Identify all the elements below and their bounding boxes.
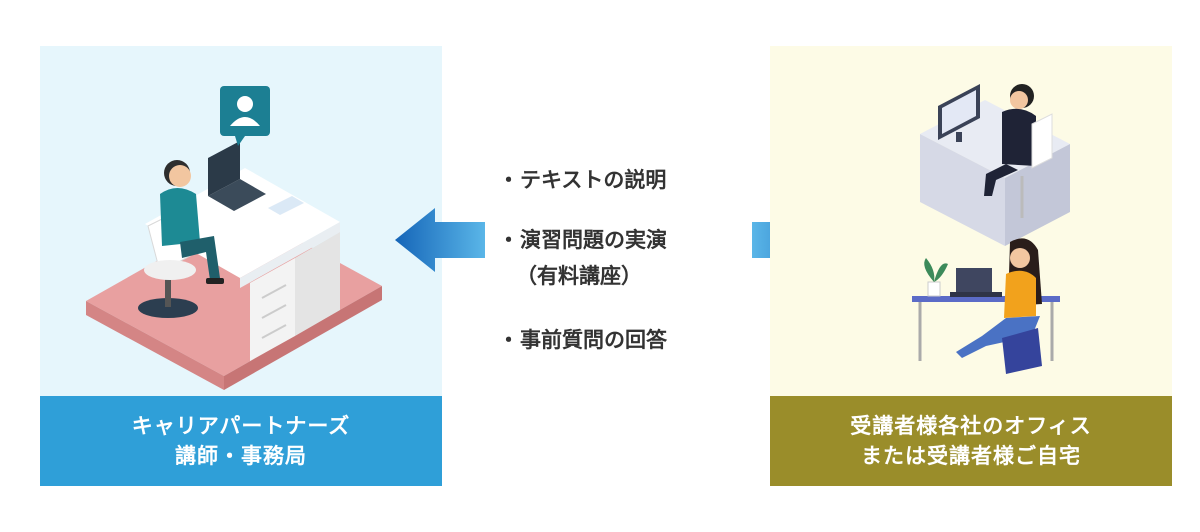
instructor-caption-line2: 講師・事務局 [175, 444, 307, 468]
attendee-caption-line2: または受講者様ご自宅 [861, 444, 1081, 468]
attendee-caption: 受講者様各社のオフィス または受講者様ご自宅 [770, 396, 1172, 486]
arrow-left-icon [395, 208, 485, 272]
attendee-workspace-illustration [912, 84, 1070, 374]
attendee-caption-line1: 受講者様各社のオフィス [850, 414, 1092, 438]
bullet-icon: ・ [498, 228, 519, 252]
list-item-label: 演習問題の実演 [520, 228, 667, 252]
list-item: ・ テキストの説明 [498, 165, 666, 195]
instructor-caption-line1: キャリアパートナーズ [131, 414, 351, 438]
list-item: ・ 演習問題の実演 [498, 225, 667, 255]
attendee-panel: 受講者様各社のオフィス または受講者様ご自宅 [770, 46, 1172, 486]
instructor-panel: キャリアパートナーズ 講師・事務局 [40, 46, 442, 486]
instructor-caption: キャリアパートナーズ 講師・事務局 [40, 396, 442, 486]
list-item-label: 事前質問の回答 [520, 328, 667, 352]
bullet-icon: ・ [498, 328, 519, 352]
instructor-desk-illustration [86, 86, 382, 390]
list-item-note: （有料講座） [516, 264, 642, 288]
bullet-icon: ・ [498, 168, 519, 192]
list-item-label: テキストの説明 [520, 168, 667, 192]
list-item: ・ 事前質問の回答 [498, 325, 667, 355]
